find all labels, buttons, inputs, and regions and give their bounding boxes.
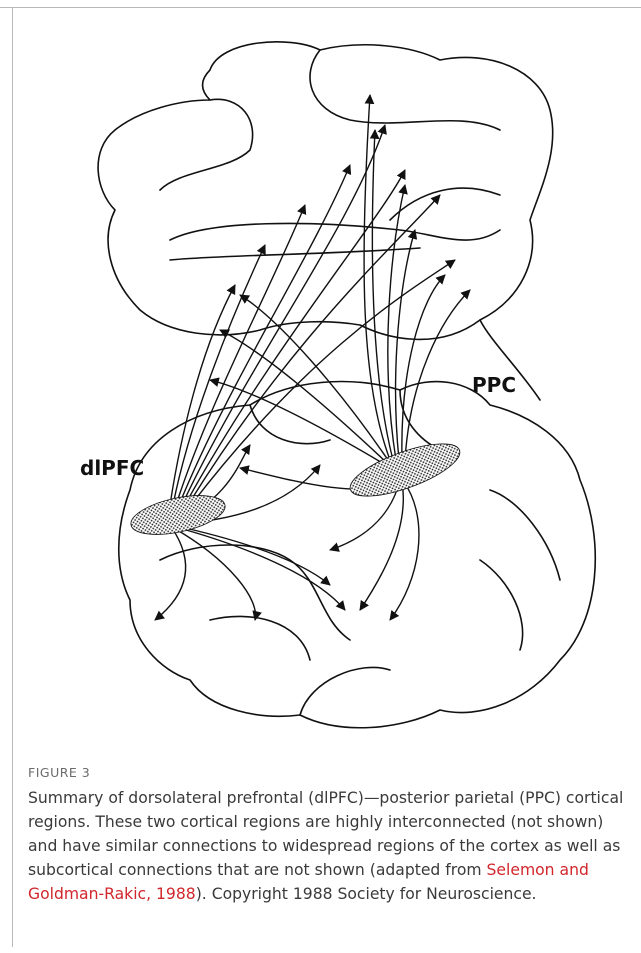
lower-brain-outline xyxy=(119,382,596,728)
ppc-projections xyxy=(210,95,470,620)
dlpfc-region xyxy=(128,488,229,541)
lower-sulcus-3 xyxy=(490,490,560,580)
dlpfc-projections xyxy=(155,125,455,620)
ppc-label: PPC xyxy=(472,373,516,397)
lower-sulcus-4 xyxy=(480,560,523,650)
lower-sulcus-2 xyxy=(210,616,310,660)
brain-connectivity-illustration: dlPFC PPC xyxy=(60,20,620,750)
left-rule xyxy=(12,7,13,947)
figure-number: FIGURE 3 xyxy=(28,765,628,780)
dlpfc-label: dlPFC xyxy=(80,456,144,480)
upper-sulcus-4 xyxy=(310,50,500,130)
ppc-region xyxy=(344,433,465,507)
lower-sulcus-7 xyxy=(300,667,390,715)
figure-caption: FIGURE 3 Summary of dorsolateral prefron… xyxy=(28,765,628,906)
upper-sulcus-5 xyxy=(390,188,500,220)
lower-sulcus-5 xyxy=(250,405,330,444)
caption-text-end: ). Copyright 1988 Society for Neuroscien… xyxy=(196,885,537,903)
upper-sulcus-1 xyxy=(160,99,253,190)
caption-text: Summary of dorsolateral prefrontal (dlPF… xyxy=(28,786,628,906)
brain-drawing: dlPFC PPC xyxy=(60,20,620,750)
top-rule xyxy=(0,7,641,8)
upper-sulcus-3 xyxy=(170,248,420,260)
lower-sulcus-1 xyxy=(160,545,350,640)
